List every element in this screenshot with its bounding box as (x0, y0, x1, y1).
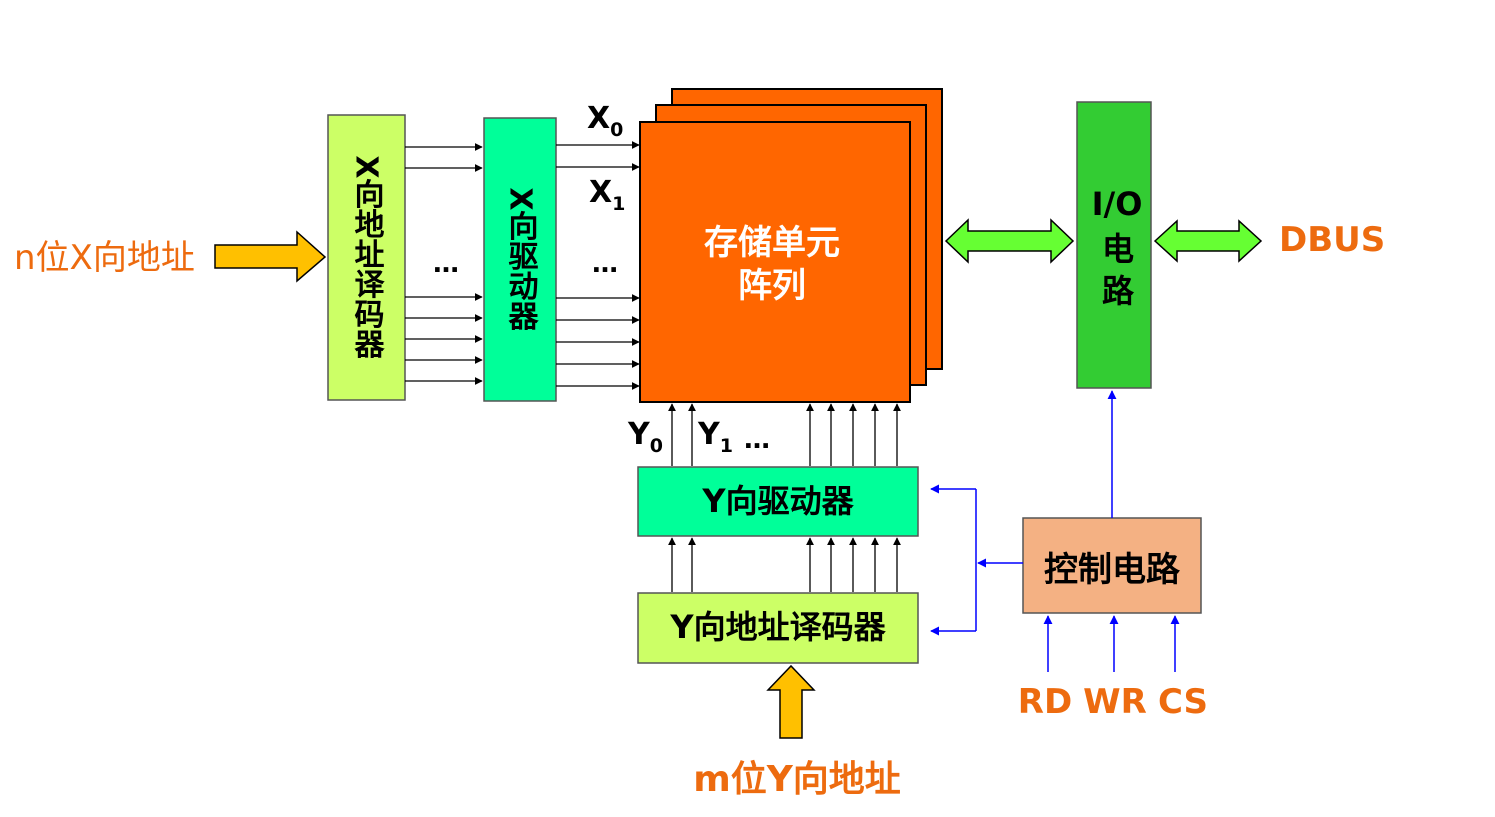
y1-label: Y1 (697, 417, 733, 457)
memory-array-label-line2: 阵列 (738, 266, 806, 306)
x-driver-ellipsis: … (592, 249, 618, 279)
memory-array-label-line1: 存储单元 (704, 223, 840, 263)
x-address-input-arrow (214, 230, 327, 283)
x-driver-label: X向驱动器 (503, 187, 540, 331)
wr-signal-label: WR (1083, 682, 1147, 722)
y-decoder-output-lines (668, 537, 901, 592)
y-address-label: m位Y向地址 (693, 759, 901, 800)
x1-label: X1 (589, 175, 625, 215)
memory-array-block (639, 121, 911, 403)
io-dbus-bidirectional-arrow (1153, 219, 1263, 263)
x0-label: X0 (587, 101, 623, 141)
x-address-label: n位X向地址 (14, 238, 195, 278)
y-address-input-arrow (766, 664, 816, 739)
y-decoder-label: Y向地址译码器 (669, 608, 886, 646)
x-decoder-ellipsis: … (433, 249, 459, 279)
y-driver-output-lines (668, 403, 901, 466)
control-circuit-block (1022, 517, 1202, 614)
x-driver-output-lines (556, 141, 640, 390)
y-lines-ellipsis: … (744, 425, 770, 455)
rd-signal-label: RD (1018, 682, 1072, 722)
y-driver-label: Y向驱动器 (701, 482, 854, 520)
rd-wr-cs-lines (1043, 615, 1180, 672)
control-to-y-lines (930, 484, 1023, 636)
io-circuit-label-line1: I/O (1092, 185, 1143, 223)
io-circuit-block (1076, 101, 1152, 389)
dbus-label: DBUS (1279, 220, 1385, 260)
x-decoder-block (327, 114, 406, 401)
y-driver-block (637, 466, 919, 537)
x-decoder-label: X向地址译码器 (349, 155, 386, 359)
array-io-bidirectional-arrow (944, 218, 1075, 264)
y-decoder-block (637, 592, 919, 664)
y0-label: Y0 (627, 417, 663, 457)
io-circuit-label-line3: 路 (1102, 272, 1135, 310)
control-circuit-label: 控制电路 (1044, 550, 1181, 590)
cs-signal-label: CS (1158, 682, 1208, 722)
x-driver-block (483, 117, 557, 402)
x-decoder-output-lines (405, 143, 483, 385)
io-circuit-label-line2: 电 (1102, 230, 1134, 268)
